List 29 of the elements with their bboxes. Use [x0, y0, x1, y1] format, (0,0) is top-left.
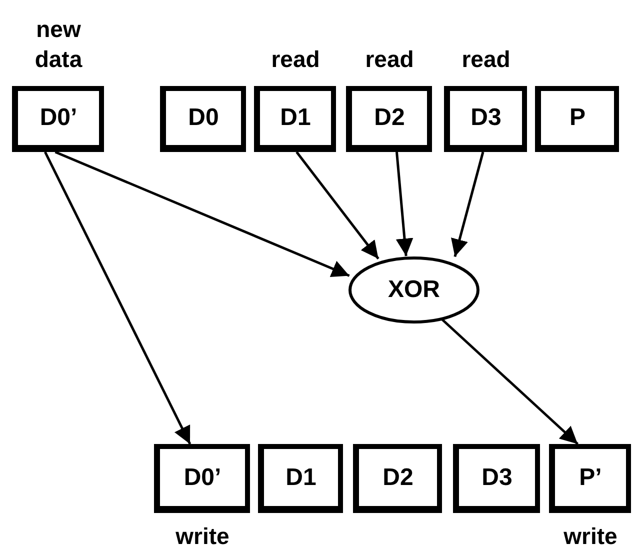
arrow	[451, 152, 484, 257]
block-label: D3	[482, 466, 512, 490]
block-label: D1	[280, 106, 311, 130]
block-label: D0’	[40, 106, 78, 130]
block-label: D0	[188, 106, 219, 130]
block-label: P	[569, 106, 586, 130]
block-label: D0’	[184, 466, 222, 490]
block-label: D1	[286, 466, 316, 490]
block-label: D2	[374, 106, 405, 130]
data-block	[353, 444, 442, 513]
operation-label: write	[562, 522, 618, 551]
data-block	[160, 86, 246, 152]
operation-label: new data	[34, 15, 84, 74]
data-block	[535, 86, 619, 152]
arrow	[44, 151, 192, 445]
xor-ellipse	[348, 256, 480, 324]
block-label: D3	[470, 106, 502, 130]
block-label: P’	[579, 466, 602, 490]
operation-label: read	[460, 45, 512, 74]
operation-label: read	[270, 45, 321, 74]
arrow	[54, 150, 350, 277]
arrow	[396, 152, 414, 256]
data-block	[453, 444, 540, 513]
arrow	[296, 151, 380, 260]
block-label: D2	[382, 466, 414, 490]
operation-label: read	[364, 45, 415, 74]
operation-label: write	[174, 522, 230, 551]
block-label: XOR	[388, 278, 440, 302]
data-block	[258, 444, 343, 513]
